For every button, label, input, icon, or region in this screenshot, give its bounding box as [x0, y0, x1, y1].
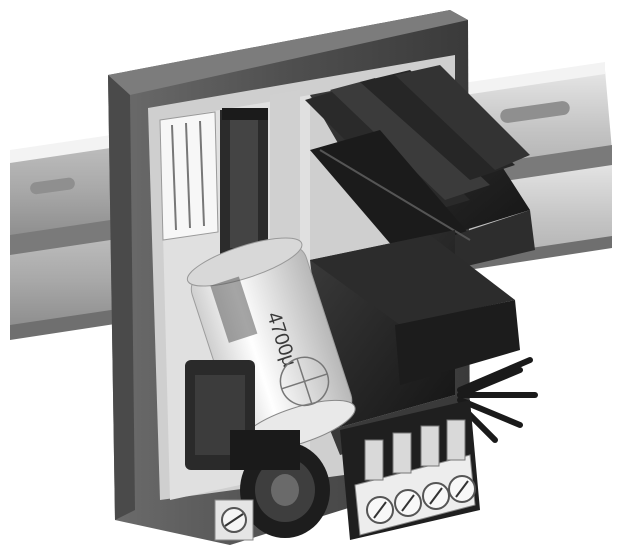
terminal-screw-left	[214, 499, 254, 541]
inductor	[220, 108, 268, 260]
label-sticker	[159, 111, 219, 241]
terminal-block	[340, 400, 480, 540]
fuse-holder	[230, 430, 330, 538]
heatsink-upper	[305, 65, 535, 270]
